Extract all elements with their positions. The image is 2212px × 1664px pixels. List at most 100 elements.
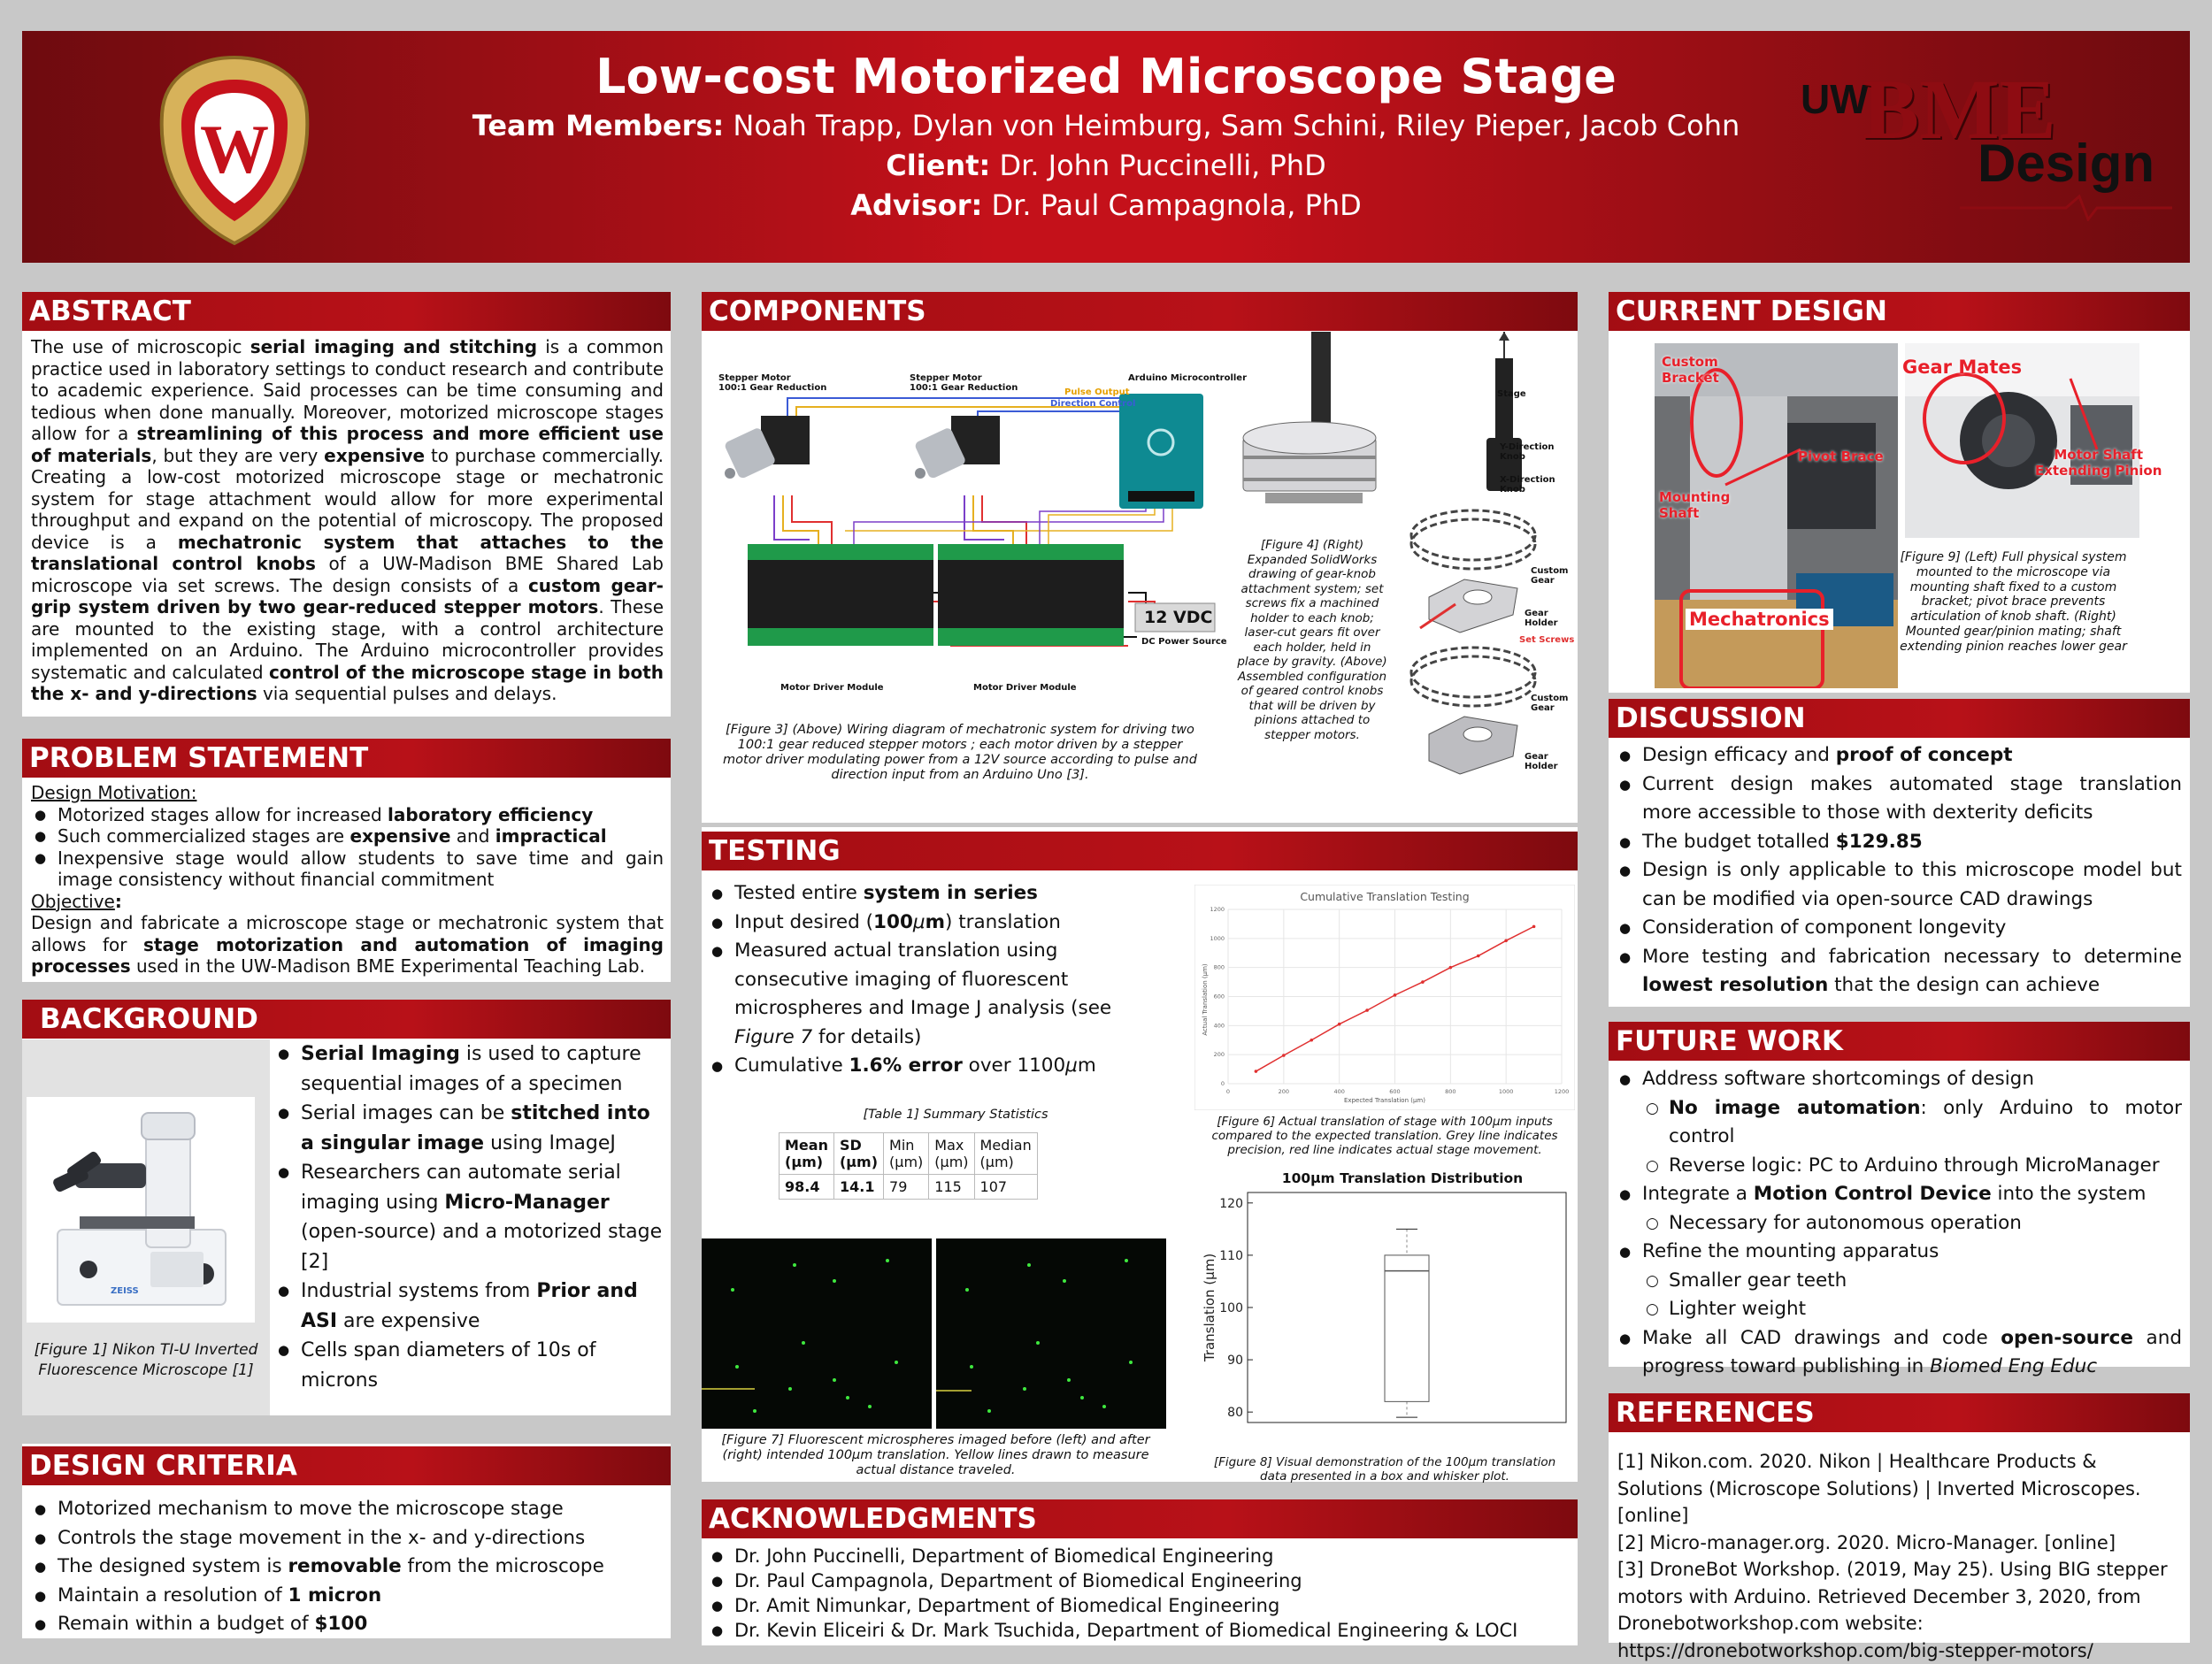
motor1-label: Stepper Motor 100:1 Gear Reduction	[718, 373, 827, 393]
list-item: Serial Imaging is used to capture sequen…	[278, 1039, 664, 1099]
criteria-body: Motorized mechanism to move the microsco…	[31, 1495, 664, 1639]
list-item: Input desired (100μm) translation	[711, 909, 1168, 938]
vdc-label: 12 VDC	[1144, 608, 1213, 627]
cad-setscrews-label: Set Screws	[1519, 635, 1575, 645]
objective-label: Objective	[31, 890, 115, 912]
list-item: The budget totalled $129.85	[1619, 828, 2182, 857]
problem-body: Design Motivation: Motorized stages allo…	[31, 782, 664, 978]
reference-item: [3] DroneBot Workshop. (2019, May 25). U…	[1617, 1559, 2168, 1661]
references-panel	[1609, 1393, 2190, 1643]
box-chart-title: 100μm Translation Distribution	[1282, 1170, 1523, 1186]
box-chart-ylabel: Translation (μm)	[1202, 1254, 1217, 1362]
list-item: Consideration of component longevity	[1619, 914, 2182, 943]
table-header-row: Mean(μm)SD(μm)Min(μm)Max(μm)Median(μm)	[779, 1132, 1038, 1175]
list-item: Controls the stage movement in the x- an…	[35, 1524, 664, 1553]
iqr-box	[1384, 1254, 1430, 1402]
future-heading: FUTURE WORK	[1609, 1022, 2190, 1061]
heartbeat-line-icon	[1960, 195, 2172, 221]
sub-list-item: No image automation: only Arduino to mot…	[1646, 1094, 2182, 1152]
figure1-caption: [Figure 1] Nikon TI-U Inverted Fluoresce…	[34, 1341, 258, 1379]
data-point	[1337, 1022, 1341, 1026]
list-item: Maintain a resolution of 1 micron	[35, 1582, 664, 1611]
list-item: Dr. Amit Nimunkar, Department of Biomedi…	[711, 1593, 1557, 1618]
list-item: More testing and fabrication necessary t…	[1619, 943, 2182, 1001]
abstract-heading: ABSTRACT	[22, 292, 671, 331]
y-tick-label: 110	[1219, 1249, 1243, 1263]
data-point	[1448, 965, 1453, 970]
list-item: Refine the mounting apparatusSmaller gea…	[1619, 1238, 2182, 1324]
objective-line: Objective:	[31, 890, 122, 912]
references-heading: REFERENCES	[1609, 1393, 2190, 1432]
list-item: Such commercialized stages are expensive…	[35, 825, 664, 847]
criteria-heading: DESIGN CRITERIA	[22, 1446, 671, 1485]
svg-text:ZEISS: ZEISS	[111, 1286, 139, 1296]
figure7-caption: [Figure 7] Fluorescent microspheres imag…	[721, 1433, 1150, 1477]
cad-xknob-label: X-Direction Knob	[1500, 475, 1555, 495]
discussion-body: Design efficacy and proof of conceptCurr…	[1616, 741, 2182, 1001]
box-chart-box	[1384, 1228, 1430, 1418]
y-tick-label: 80	[1227, 1406, 1243, 1420]
svg-text:W: W	[200, 111, 269, 188]
translation-distribution-boxplot: 100μm Translation Distribution 809010011…	[1194, 1168, 1575, 1451]
list-item: Tested entire system in series	[711, 879, 1168, 909]
client-line: Client: Dr. John Puccinelli, PhD	[22, 149, 2190, 182]
abstract-text: The use of microscopic serial imaging an…	[31, 336, 664, 704]
list-item: Inexpensive stage would allow students t…	[35, 847, 664, 891]
team-label: Team Members:	[472, 109, 725, 142]
criteria-bullet-list: Motorized mechanism to move the microsco…	[31, 1495, 664, 1639]
advisor-label: Advisor:	[850, 188, 983, 222]
references-list: [1] Nikon.com. 2020. Nikon | Healthcare …	[1617, 1448, 2184, 1664]
line-chart-ylabel: Actual Translation (μm)	[1202, 963, 1209, 1036]
background-bullet-list: Serial Imaging is used to capture sequen…	[274, 1039, 664, 1395]
y-tick-label: 0	[1221, 1080, 1225, 1087]
list-item: Dr. John Puccinelli, Department of Biome…	[711, 1544, 1557, 1568]
x-tick-label: 1000	[1499, 1088, 1514, 1095]
cad-holder1-label: Gear Holder	[1525, 609, 1558, 628]
list-item: The designed system is removable from th…	[35, 1553, 664, 1582]
microscope-photo: ZEISS	[27, 1097, 255, 1323]
custom-bracket-label: Custom Bracket	[1662, 354, 1719, 386]
team-names: Noah Trapp, Dylan von Heimburg, Sam Schi…	[733, 109, 1740, 142]
ack-bullet-list: Dr. John Puccinelli, Department of Biome…	[708, 1544, 1557, 1643]
physical-system-photos	[1655, 343, 2139, 688]
list-item: Motorized stages allow for increased lab…	[35, 804, 664, 826]
data-point	[1282, 1054, 1286, 1057]
logo-uw-text: UW	[1801, 76, 1869, 122]
sub-list: No image automation: only Arduino to mot…	[1642, 1094, 2182, 1181]
microspheres-before-image	[702, 1238, 932, 1429]
cad-stage-label: Stage	[1497, 389, 1526, 399]
reference-item: [2] Micro-manager.org. 2020. Micro-Manag…	[1617, 1531, 2116, 1553]
client-label: Client:	[886, 149, 991, 182]
sub-list-item: Necessary for autonomous operation	[1646, 1209, 2182, 1238]
sub-list: Necessary for autonomous operation	[1642, 1209, 2182, 1238]
data-point	[1254, 1070, 1258, 1073]
advisor-line: Advisor: Dr. Paul Campagnola, PhD	[22, 188, 2190, 222]
x-tick-label: 200	[1279, 1088, 1289, 1095]
table1-caption: [Table 1] Summary Statistics	[863, 1108, 1048, 1122]
list-item: Remain within a budget of $100	[35, 1610, 664, 1639]
sub-list-item: Reverse logic: PC to Arduino through Mic…	[1646, 1152, 2182, 1181]
table-header-cell: Max(μm)	[928, 1132, 975, 1175]
data-point	[1365, 1008, 1369, 1012]
y-tick-label: 600	[1214, 993, 1225, 1001]
uw-crest-icon: W	[159, 55, 310, 246]
list-item: Integrate a Motion Control Device into t…	[1619, 1180, 2182, 1238]
stepper-motor-2	[915, 416, 1000, 479]
problem-heading: PROBLEM STATEMENT	[22, 739, 671, 778]
vdc-box	[1134, 602, 1216, 633]
assembled-knobs	[1242, 332, 1377, 503]
table-value-cell: 115	[928, 1174, 975, 1200]
list-item: Cells span diameters of 10s of microns	[278, 1336, 664, 1395]
exploded-knob	[1409, 332, 1537, 775]
logo-bme-text: BME	[1863, 62, 2056, 157]
list-item: Dr. Kevin Eliceiri & Dr. Mark Tsuchida, …	[711, 1618, 1557, 1643]
table-header-cell: Median(μm)	[973, 1132, 1038, 1175]
gear-cad-drawing	[1242, 332, 1537, 775]
testing-body: Tested entire system in seriesInput desi…	[708, 879, 1168, 1081]
sub-list-item: Smaller gear teeth	[1646, 1267, 2182, 1296]
